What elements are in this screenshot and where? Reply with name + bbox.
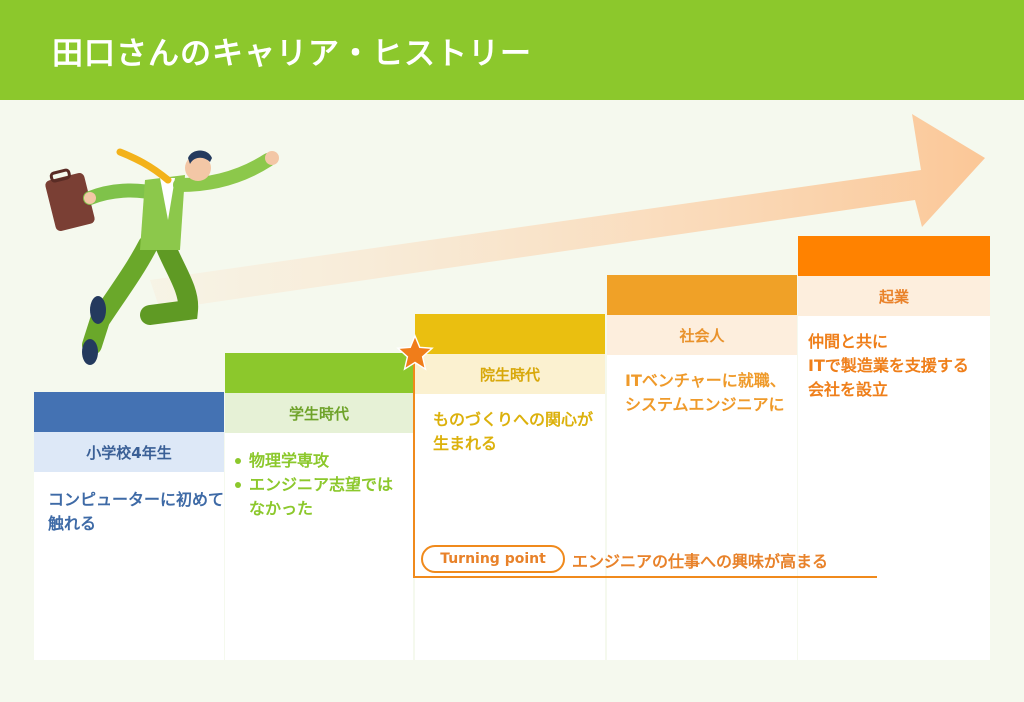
stage-description: ITベンチャーに就職、システムエンジニアに <box>625 371 786 414</box>
bullet-item: 物理学専攻 <box>233 449 393 473</box>
stage-body: コンピューターに初めて触れる <box>34 472 224 660</box>
stage-band <box>225 353 413 393</box>
header-bar: 田口さんのキャリア・ヒストリー <box>0 0 1024 100</box>
turning-point-text: エンジニアの仕事への興味が高まる <box>572 552 829 571</box>
stage-label: 院生時代 <box>415 354 605 394</box>
turning-point-badge: Turning point <box>421 545 565 573</box>
stage-body: 物理学専攻 エンジニア志望ではなかった <box>225 433 413 660</box>
stage-body: ITベンチャーに就職、システムエンジニアに <box>607 355 797 660</box>
stage-label: 学生時代 <box>225 393 413 433</box>
stage-university: 学生時代 物理学専攻 エンジニア志望ではなかった <box>225 353 413 660</box>
stage-graduate: 院生時代 ものづくりへの関心が生まれる <box>415 314 605 660</box>
stage-employee: 社会人 ITベンチャーに就職、システムエンジニアに <box>607 275 797 660</box>
stage-band <box>798 236 990 276</box>
page-title: 田口さんのキャリア・ヒストリー <box>52 36 532 72</box>
businessman-illustration <box>45 148 279 365</box>
stage-description: コンピューターに初めて触れる <box>48 490 225 533</box>
stage-bullets: 物理学専攻 エンジニア志望ではなかった <box>233 449 393 521</box>
stage-band <box>607 275 797 315</box>
stage-band <box>415 314 605 354</box>
bullet-item: エンジニア志望ではなかった <box>233 473 393 521</box>
stage-label: 小学校4年生 <box>34 432 224 472</box>
turning-point-line-vertical <box>413 356 415 578</box>
stage-label: 社会人 <box>607 315 797 355</box>
turning-point-line-horizontal <box>413 576 877 578</box>
stage-elementary: 小学校4年生 コンピューターに初めて触れる <box>34 392 224 660</box>
stage-label: 起業 <box>798 276 990 316</box>
stage-description: ものづくりへの関心が生まれる <box>433 410 594 453</box>
stage-body: ものづくりへの関心が生まれる <box>415 394 605 660</box>
stage-band <box>34 392 224 432</box>
growth-arrow <box>150 114 985 310</box>
star-icon <box>396 334 434 371</box>
